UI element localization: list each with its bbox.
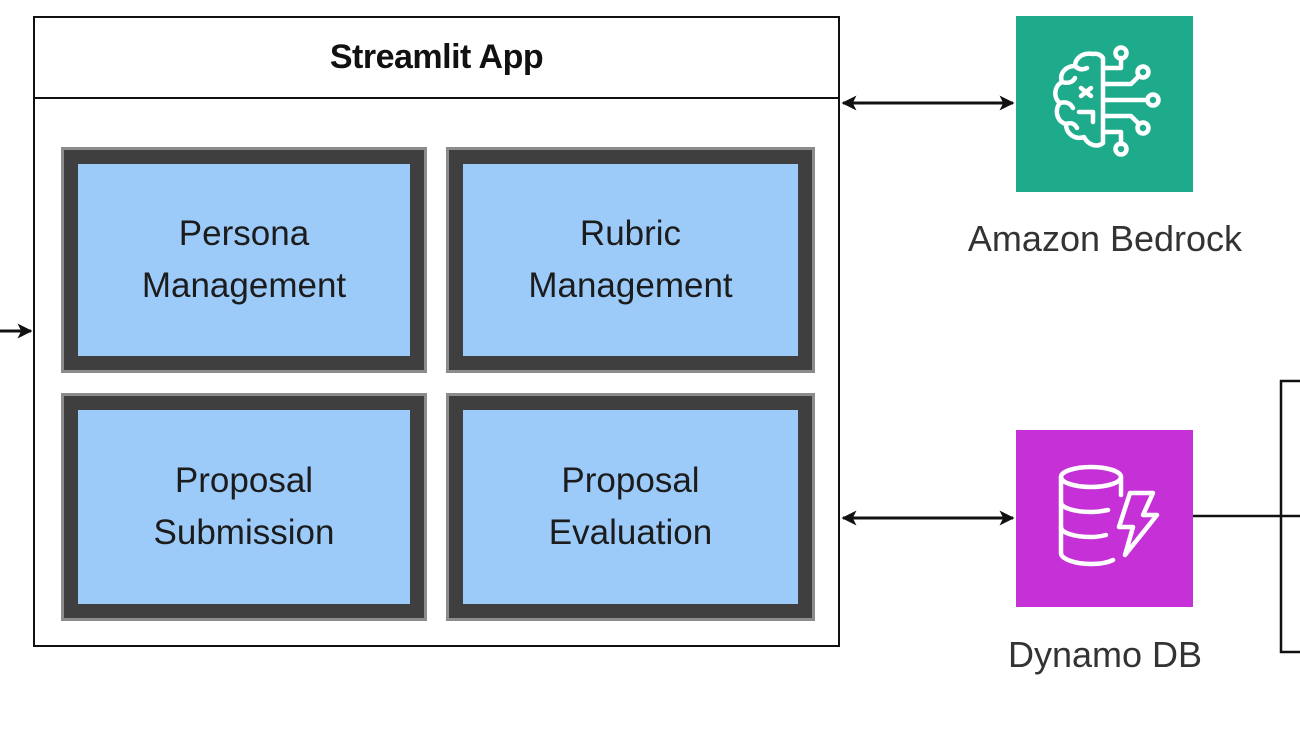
module-label-line2: Management	[141, 266, 347, 305]
module-label-line1: Proposal	[174, 461, 314, 501]
proposal-submission-module: Proposal Submission	[61, 393, 427, 621]
module-label-line1: Proposal	[561, 461, 700, 501]
proposal-evaluation-module: Proposal Evaluation	[446, 393, 815, 621]
module-label-line2: Management	[528, 266, 733, 305]
app-header: Streamlit App	[35, 18, 838, 99]
module-label-line1: Persona	[178, 214, 310, 254]
persona-management-module: Persona Management	[61, 147, 427, 373]
module-label-line1: Rubric	[579, 214, 682, 254]
module-label-line2: Submission	[153, 513, 335, 552]
dynamodb-label: Dynamo DB	[1007, 634, 1203, 675]
app-title: Streamlit App	[329, 38, 544, 76]
bedrock-label: Amazon Bedrock	[967, 218, 1243, 259]
dynamodb-icon	[1016, 430, 1193, 607]
module-label-line2: Evaluation	[548, 513, 713, 552]
bedrock-icon	[1016, 16, 1193, 192]
rubric-management-module: Rubric Management	[446, 147, 815, 373]
